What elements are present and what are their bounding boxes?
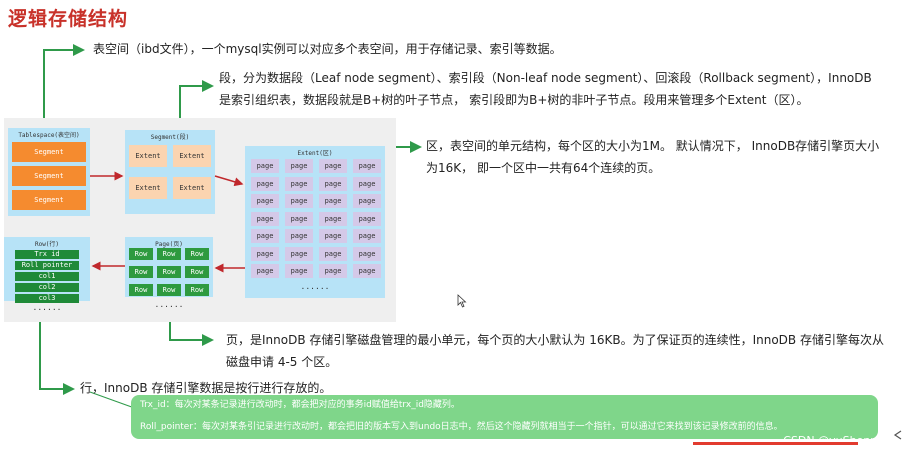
page-cell: page	[285, 194, 313, 208]
segment-caption: Segment(段)	[150, 134, 190, 141]
row-cell: Row	[157, 284, 181, 296]
page-cell: page	[285, 264, 313, 278]
row-description: 行，InnoDB 存储引擎数据是按行进行存放的。	[80, 381, 332, 395]
page-cell: page	[251, 176, 279, 191]
collapse-arrow-icon[interactable]	[893, 430, 903, 440]
segment-block: Segment	[12, 190, 86, 210]
page-cell: page	[251, 194, 279, 208]
page-cell: page	[251, 211, 279, 226]
page-cell: page	[353, 246, 381, 261]
page-cell: page	[285, 159, 313, 173]
row-cell: Row	[185, 266, 209, 278]
row-cell: Row	[129, 248, 153, 260]
page-grid: page page page page page page page page page page…	[251, 159, 385, 278]
extent-block: Extent	[129, 145, 167, 167]
field-ellipsis: ......	[32, 303, 62, 312]
page-cell: page	[319, 246, 347, 261]
page-cell: page	[353, 211, 381, 226]
segment-block: Segment	[12, 142, 86, 162]
page-cell: page	[353, 176, 381, 191]
row-caption: Row(行)	[34, 241, 60, 248]
extent-block: Extent	[129, 177, 167, 199]
extent-caption: Extent(区)	[297, 150, 333, 157]
watermark-text: CSDN @yuShenno1	[783, 434, 891, 447]
page-cell: page	[251, 229, 279, 243]
page-cell: page	[285, 229, 313, 243]
row-field: col2	[15, 283, 79, 292]
note-trx-id: Trx_id：每次对某条记录进行改动时，都会把对应的事务id赋值给trx_id隐…	[140, 400, 460, 410]
row-cell: Row	[129, 266, 153, 278]
extent-block: Extent	[173, 177, 211, 199]
page-description-line-2: 磁盘申请 4-5 个区。	[226, 355, 338, 369]
page-cell: page	[319, 211, 347, 226]
tablespace-description: 表空间（ibd文件），一个mysql实例可以对应多个表空间，用于存储记录、索引等…	[93, 42, 562, 56]
tablespace-box: Tablespace(表空间) Segment Segment Segment	[8, 128, 90, 216]
segment-description-line-2: 是索引组织表，数据段就是B+树的叶子节点， 索引段即为B+树的非叶子节点。段用来…	[219, 93, 809, 107]
page-cell: page	[319, 159, 347, 173]
row-ellipsis: ......	[154, 300, 184, 309]
page-cell: page	[285, 176, 313, 191]
page-caption: Page(页)	[155, 241, 183, 248]
hidden-columns-note: Trx_id：每次对某条记录进行改动时，都会把对应的事务id赋值给trx_id隐…	[131, 395, 878, 439]
page-cell: page	[251, 264, 279, 278]
segment-block: Segment	[12, 166, 86, 186]
extent-block: Extent	[173, 145, 211, 167]
page-cell: page	[353, 159, 381, 173]
red-accent-bar	[693, 442, 858, 445]
page-description-line-1: 页，是InnoDB 存储引擎磁盘管理的最小单元，每个页的大小默认为 16KB。为…	[226, 333, 884, 347]
row-cell: Row	[129, 284, 153, 296]
row-field: Roll pointer	[15, 261, 79, 270]
segment-box: Segment(段) Extent Extent Extent Extent	[125, 130, 215, 214]
page-cell: page	[353, 229, 381, 243]
page-cell: page	[285, 246, 313, 261]
tablespace-caption: Tablespace(表空间)	[18, 132, 80, 139]
row-field: col1	[15, 272, 79, 281]
row-box: Row(行) Trx id Roll pointer col1 col2 col…	[4, 237, 90, 303]
page-cell: page	[319, 194, 347, 208]
row-cell: Row	[185, 284, 209, 296]
row-cell: Row	[157, 266, 181, 278]
page-title: 逻辑存储结构	[8, 8, 129, 30]
mouse-cursor-icon	[457, 294, 467, 308]
page-cell: page	[251, 159, 279, 173]
row-field: col3	[15, 294, 79, 303]
page-cell: page	[319, 229, 347, 243]
note-roll-pointer: Roll_pointer：每次对某条引记录进行改动时，都会把旧的版本写入到und…	[140, 422, 783, 432]
extent-description-line-1: 区，表空间的单元结构，每个区的大小为1M。 默认情况下， InnoDB存储引擎页…	[426, 139, 880, 153]
page-cell: page	[353, 264, 381, 278]
page-cell: page	[353, 194, 381, 208]
arrow-segment-to-extent	[214, 175, 244, 187]
row-cell: Row	[157, 248, 181, 260]
page-cell: page	[319, 264, 347, 278]
row-field: Trx id	[15, 250, 79, 259]
segment-description-line-1: 段，分为数据段（Leaf node segment）、索引段（Non-leaf …	[219, 71, 872, 85]
page-ellipsis: ......	[300, 282, 330, 291]
page-cell: page	[319, 176, 347, 191]
row-cell: Row	[185, 248, 209, 260]
extent-description-line-2: 为16K， 即一个区中一共有64个连续的页。	[426, 161, 661, 175]
page-cell: page	[251, 246, 279, 261]
page-cell: page	[285, 211, 313, 226]
